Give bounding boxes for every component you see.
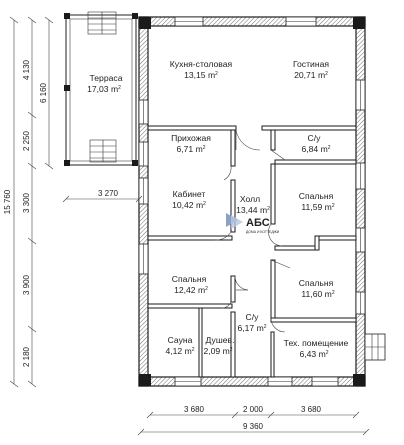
dim-left-total: 15 760 xyxy=(3,189,12,214)
dim-bottom-2: 2 000 xyxy=(243,405,264,414)
room-kitchen-area: 13,15 m2 xyxy=(184,70,218,80)
room-bath1-name: С/у xyxy=(308,133,322,143)
interior-walls xyxy=(147,125,357,378)
dim-left-5: 2 180 xyxy=(22,346,31,367)
dim-left-2: 2 250 xyxy=(22,130,31,151)
dim-bottom-total: 9 360 xyxy=(243,422,264,431)
room-office-area: 10,42 m2 xyxy=(172,200,206,210)
room-bath2-area: 6,17 m2 xyxy=(237,323,266,333)
bottom-dimensions: 3 680 2 000 3 680 9 360 xyxy=(137,405,370,436)
left-dimensions: 15 760 4 130 2 250 3 300 3 900 2 180 6 1… xyxy=(3,16,54,388)
room-living-area: 20,71 m2 xyxy=(294,70,328,80)
terrace-offset-dimension: 3 270 xyxy=(62,189,143,203)
room-hall-area: 13,44 m2 xyxy=(236,205,270,215)
room-hall-entry-name: Прихожая xyxy=(171,133,211,143)
logo-text: АБС xyxy=(246,217,270,229)
room-bedroom3-name: Спальня xyxy=(299,278,334,288)
room-bath1-area: 6,84 m2 xyxy=(301,144,330,154)
room-hall-entry-area: 6,71 m2 xyxy=(176,144,205,154)
room-terrace-area: 17,03 m2 xyxy=(87,84,121,94)
room-bedroom2-area: 12,42 m2 xyxy=(174,285,208,295)
dim-left-4: 3 900 xyxy=(22,274,31,295)
dim-left-1: 4 130 xyxy=(22,59,31,80)
dim-left-terrace: 6 160 xyxy=(39,82,48,103)
room-sauna-area: 4,12 m2 xyxy=(165,346,194,356)
dim-bottom-1: 3 680 xyxy=(184,405,205,414)
room-kitchen-name: Кухня-столовая xyxy=(170,59,233,69)
dim-bottom-3: 3 680 xyxy=(301,405,322,414)
room-tech-area: 6,43 m2 xyxy=(299,349,328,359)
room-bedroom2-name: Спальня xyxy=(172,274,207,284)
doors xyxy=(214,129,291,333)
room-bath2-name: С/у xyxy=(246,312,260,322)
room-terrace-name: Терраса xyxy=(90,73,123,83)
room-sauna-name: Сауна xyxy=(168,335,193,345)
room-hall-name: Холл xyxy=(240,194,260,204)
room-bedroom1-area: 11,59 m2 xyxy=(301,202,334,212)
room-shower-name: Душев. xyxy=(206,335,235,345)
room-tech-name: Тех. помещение xyxy=(284,338,349,348)
room-living-name: Гостиная xyxy=(293,59,329,69)
room-labels: Кухня-столовая 13,15 m2 Гостиная 20,71 m… xyxy=(87,59,348,359)
dim-left-3: 3 300 xyxy=(22,192,31,213)
room-bedroom1-name: Спальня xyxy=(299,191,334,201)
room-office-name: Кабинет xyxy=(173,189,206,199)
terrace xyxy=(64,11,138,166)
dim-terrace-offset: 3 270 xyxy=(98,189,119,198)
company-logo: АБС ДОМА И КОТТЕДЖИ xyxy=(226,213,280,234)
tech-porch xyxy=(364,333,386,361)
logo-subtitle: ДОМА И КОТТЕДЖИ xyxy=(246,230,280,234)
room-shower-area: 2,09 m2 xyxy=(203,346,232,356)
room-bedroom3-area: 11,60 m2 xyxy=(301,289,334,299)
windows xyxy=(138,16,366,387)
